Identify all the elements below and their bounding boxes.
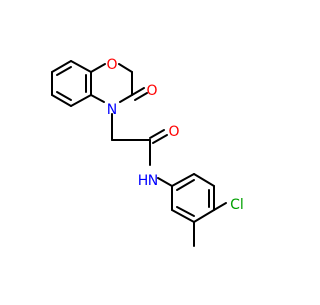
bond <box>90 63 106 73</box>
bond <box>213 202 227 211</box>
bond-double-inner <box>56 66 72 76</box>
bond-double <box>131 87 145 96</box>
bond <box>51 94 72 107</box>
bond <box>157 177 173 187</box>
bond-double-inner <box>176 179 195 191</box>
bond <box>171 173 195 187</box>
atom-nitrogen-ring: N <box>107 102 117 118</box>
atom-oxygen-amide: O <box>168 124 179 140</box>
bond <box>193 209 215 223</box>
bond <box>90 94 105 103</box>
bond <box>118 63 133 73</box>
atom-labels: O N O O H N Cl <box>106 57 243 213</box>
bond-double <box>134 92 148 101</box>
bond <box>171 209 195 223</box>
atom-nitrogen-amide-h: H <box>138 173 149 189</box>
atom-oxygen-ring: O <box>106 57 117 73</box>
bond-double <box>149 129 165 139</box>
bond <box>70 94 92 107</box>
structure-diagram: O N O O H N Cl <box>51 57 244 247</box>
bond <box>70 60 92 73</box>
bond <box>193 173 215 187</box>
bond-double-inner <box>176 206 195 217</box>
molecule-canvas: O N O O H N Cl <box>51 57 244 247</box>
bond <box>119 94 133 103</box>
atom-nitrogen-amide-n: N <box>148 173 158 189</box>
atom-oxygen-lactam: O <box>146 83 157 99</box>
bond-double <box>152 134 168 144</box>
atom-chlorine: Cl <box>230 197 244 213</box>
bond-lines <box>51 60 227 247</box>
bond-double-inner <box>56 91 72 101</box>
bond <box>51 60 72 73</box>
